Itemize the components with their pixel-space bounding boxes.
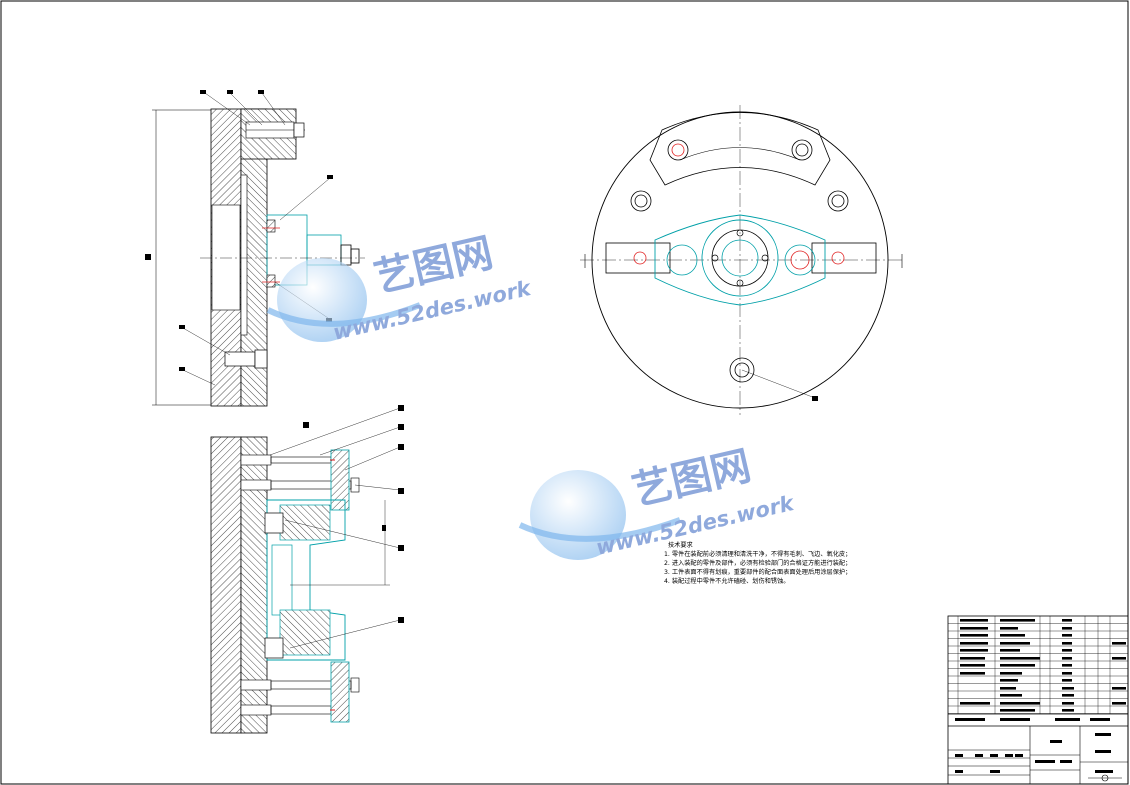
parts-cell-block — [1112, 642, 1126, 645]
parts-cell-block — [1062, 687, 1074, 690]
parts-cell-block — [960, 664, 985, 667]
parts-cell-block — [1000, 702, 1040, 705]
parts-cell-block — [1000, 642, 1030, 645]
parts-cell-block — [1062, 642, 1072, 645]
section-view-bottom — [210, 405, 404, 734]
parts-cell-block — [1000, 627, 1018, 630]
tech-req-item-4: 4. 装配过程中零件不允许磕碰、划伤和锈蚀。 — [664, 577, 789, 585]
parts-cell-block — [960, 642, 988, 645]
parts-cell-block — [1000, 657, 1040, 660]
tech-req-item-1: 1. 零件在装配前必须清理和清洗干净，不得有毛刺、飞边、氧化皮； — [664, 550, 851, 558]
parts-cell-block — [1000, 679, 1018, 682]
parts-cell-block — [1062, 664, 1072, 667]
tech-req-heading: 技术要求 — [668, 541, 693, 549]
parts-cell-block — [960, 702, 990, 705]
parts-cell-block — [1000, 619, 1035, 622]
parts-cell-block — [960, 657, 985, 660]
parts-cell-block — [1062, 709, 1074, 712]
parts-cell-block — [960, 634, 988, 637]
section-view-top — [145, 90, 365, 407]
parts-cell-block — [1062, 672, 1072, 675]
parts-cell-block — [1000, 634, 1025, 637]
parts-cell-block — [1062, 702, 1074, 705]
parts-cell-block — [960, 672, 985, 675]
parts-cell-block — [1000, 649, 1020, 652]
plan-view-circle — [580, 105, 905, 415]
parts-cell-block — [1112, 702, 1126, 705]
tech-req-item-2: 2. 进入装配的零件及部件，必须有检验部门的合格证方能进行装配； — [664, 559, 851, 567]
tech-req-item-3: 3. 工件表面不得有划痕，重要部件的配合面表面处理后用涂层保护； — [664, 568, 851, 576]
parts-cell-block — [1062, 627, 1072, 630]
watermark-top: 艺图网 www.52des.work — [266, 230, 535, 345]
parts-cell-block — [1062, 634, 1072, 637]
parts-cell-block — [1062, 619, 1072, 622]
parts-cell-block — [1062, 649, 1072, 652]
parts-cell-block — [1000, 687, 1016, 690]
parts-list — [948, 616, 1128, 714]
title-block — [947, 615, 1129, 785]
parts-cell-block — [1062, 694, 1074, 697]
technical-requirements: 技术要求 1. 零件在装配前必须清理和清洗干净，不得有毛刺、飞边、氧化皮； 2.… — [664, 541, 851, 585]
parts-cell-block — [1112, 687, 1126, 690]
parts-cell-block — [1062, 679, 1072, 682]
watermark-middle: 艺图网 www.52des.work — [518, 443, 798, 560]
parts-cell-block — [1000, 672, 1022, 675]
parts-cell-block — [960, 619, 988, 622]
parts-cell-block — [1000, 664, 1035, 667]
parts-cell-block — [960, 649, 988, 652]
parts-cell-block — [1000, 709, 1035, 712]
parts-cell-block — [1062, 657, 1072, 660]
parts-cell-block — [1000, 694, 1022, 697]
parts-cell-block — [960, 627, 988, 630]
parts-cell-block — [1112, 657, 1126, 660]
